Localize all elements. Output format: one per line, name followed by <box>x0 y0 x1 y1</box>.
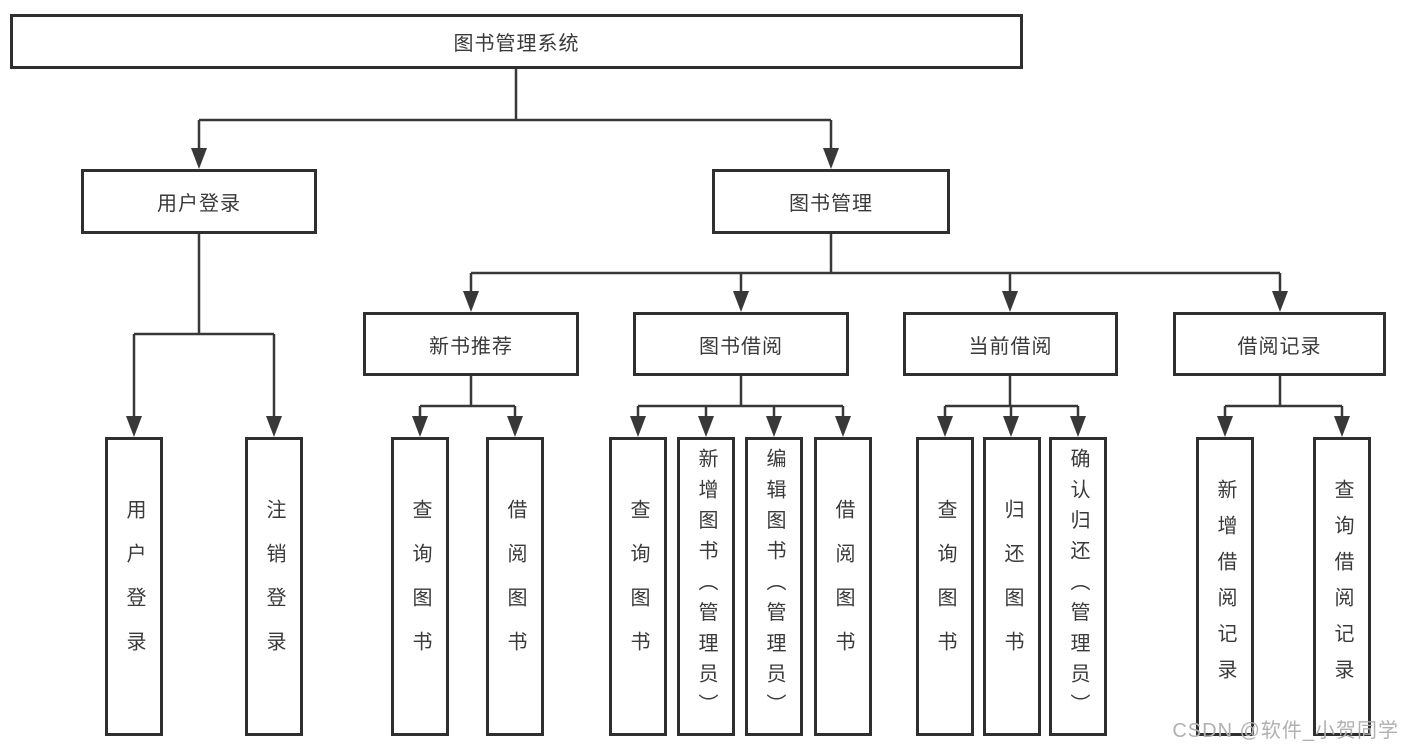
leaf-add-book-admin-label: 新增图书（管理员） <box>695 448 717 725</box>
leaf-query-books-current-label: 查询图书 <box>934 498 956 675</box>
leaf-confirm-return-admin-label: 确认归还（管理员） <box>1067 448 1089 725</box>
node-book-management-label: 图书管理 <box>789 193 873 215</box>
arrowheads-book-borrow <box>630 416 851 437</box>
arrowheads-current-borrow <box>937 416 1086 437</box>
leaf-query-books-borrow: 查询图书 <box>609 437 667 736</box>
leaf-user-login-label: 用户登录 <box>123 498 145 675</box>
node-current-borrow-label: 当前借阅 <box>968 335 1053 358</box>
watermark: CSDN @软件_小贺同学 <box>1172 720 1399 742</box>
leaf-logout-label: 注销登录 <box>263 498 285 675</box>
leaf-query-books-current: 查询图书 <box>916 437 974 736</box>
leaf-add-book-admin: 新增图书（管理员） <box>677 437 735 736</box>
leaf-query-books-recommend-label: 查询图书 <box>409 498 431 675</box>
leaf-query-borrow-record-label: 查询借阅记录 <box>1331 478 1353 695</box>
node-borrow-records: 借阅记录 <box>1173 312 1386 376</box>
leaf-logout: 注销登录 <box>245 437 303 736</box>
arrowheads-user-login <box>126 416 282 437</box>
leaf-return-book: 归还图书 <box>983 437 1041 736</box>
node-current-borrow: 当前借阅 <box>903 312 1118 376</box>
connector-borrow-records-to-leaves <box>1223 376 1344 418</box>
leaf-query-books-borrow-label: 查询图书 <box>627 498 649 675</box>
leaf-query-borrow-record: 查询借阅记录 <box>1313 437 1371 736</box>
leaf-query-books-recommend: 查询图书 <box>391 437 449 736</box>
node-new-book-recommend: 新书推荐 <box>363 312 579 376</box>
node-book-borrow: 图书借阅 <box>633 312 849 376</box>
leaf-borrow-books-borrow-label: 借阅图书 <box>832 498 854 675</box>
connector-user-login-to-leaves <box>132 234 276 417</box>
arrowheads-borrow-records <box>1217 416 1350 437</box>
node-user-login-label: 用户登录 <box>157 193 241 215</box>
node-borrow-records-label: 借阅记录 <box>1237 335 1322 358</box>
leaf-edit-book-admin-label: 编辑图书（管理员） <box>763 448 785 725</box>
connector-book-borrow-to-leaves <box>636 376 845 418</box>
node-root: 图书管理系统 <box>10 14 1023 69</box>
leaf-user-login: 用户登录 <box>105 437 163 736</box>
arrowheads-level3 <box>463 291 1288 312</box>
arrowheads-level2 <box>191 148 839 169</box>
leaf-borrow-books-borrow: 借阅图书 <box>814 437 872 736</box>
node-user-login: 用户登录 <box>81 169 317 234</box>
leaf-return-book-label: 归还图书 <box>1001 498 1023 675</box>
leaf-confirm-return-admin: 确认归还（管理员） <box>1049 437 1107 736</box>
connector-book-mgmt-to-level3 <box>469 234 1282 293</box>
leaf-edit-book-admin: 编辑图书（管理员） <box>745 437 803 736</box>
arrowheads-new-book <box>412 416 523 437</box>
leaf-add-borrow-record-label: 新增借阅记录 <box>1214 478 1236 695</box>
connector-current-borrow-to-leaves <box>943 376 1080 418</box>
node-book-management: 图书管理 <box>712 169 950 234</box>
connector-new-book-to-leaves <box>418 376 517 418</box>
node-root-label: 图书管理系统 <box>453 33 580 55</box>
leaf-borrow-books-recommend: 借阅图书 <box>486 437 544 736</box>
node-new-book-recommend-label: 新书推荐 <box>429 335 513 358</box>
node-book-borrow-label: 图书借阅 <box>699 335 783 358</box>
leaf-add-borrow-record: 新增借阅记录 <box>1196 437 1254 736</box>
leaf-borrow-books-recommend-label: 借阅图书 <box>504 498 526 675</box>
connector-root-to-level2 <box>197 69 833 149</box>
